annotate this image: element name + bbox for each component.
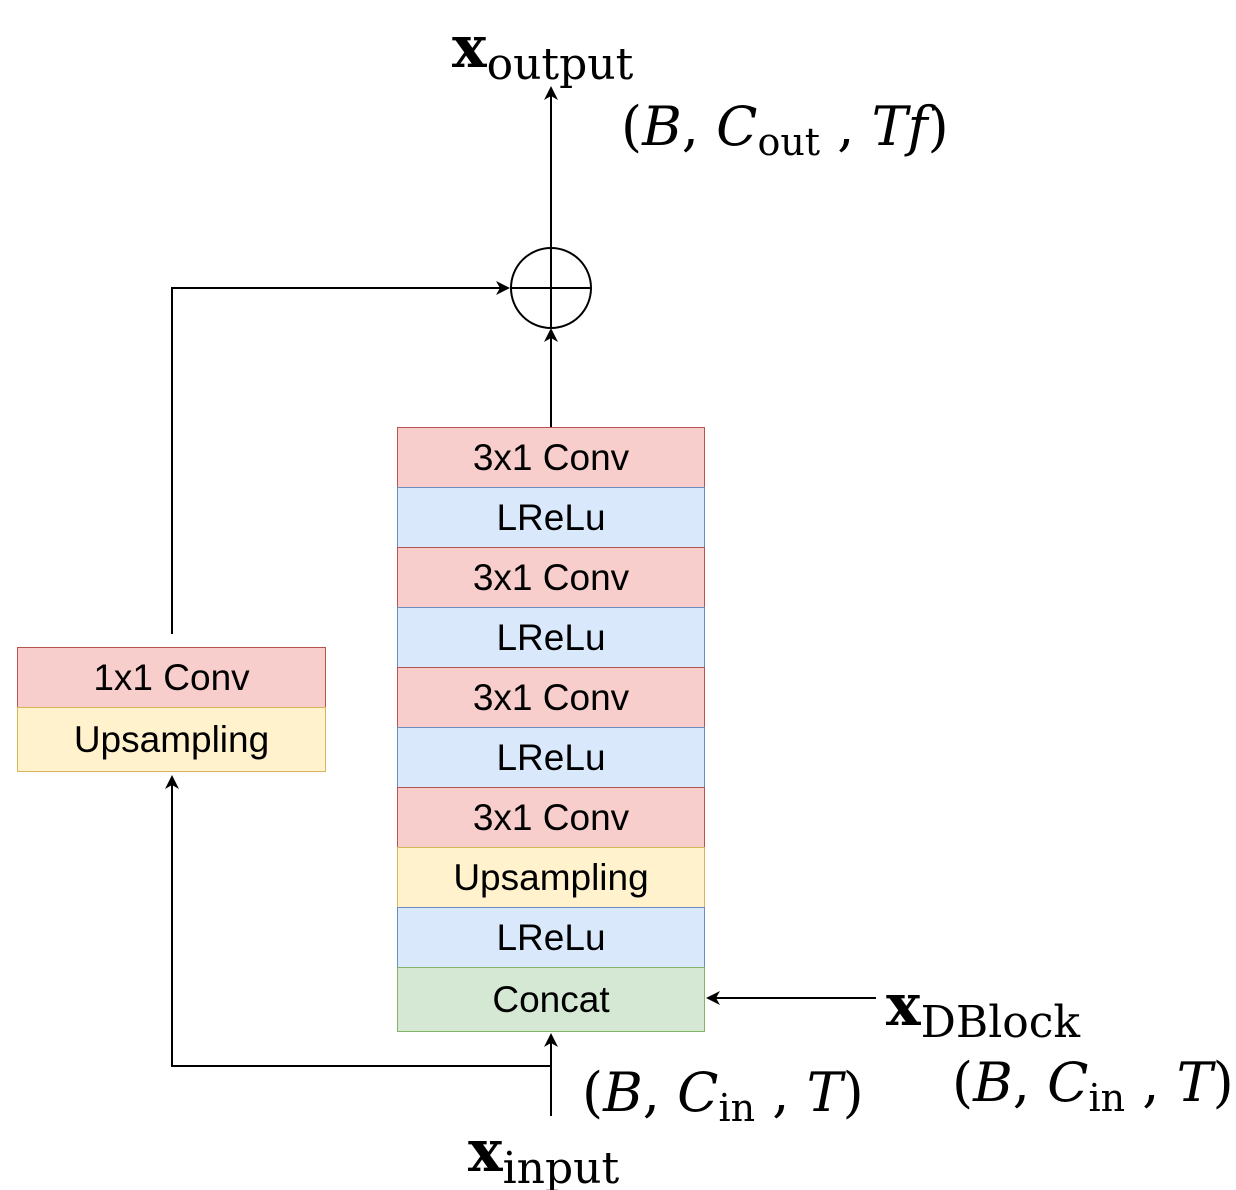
sum-node xyxy=(510,247,592,329)
main-block-3: LReLu xyxy=(397,607,705,668)
dblock-variable-label: xDBlock xyxy=(886,971,1081,1048)
main-block-9: Concat xyxy=(397,967,705,1032)
residual-block-1: Upsampling xyxy=(17,707,326,772)
main-block-6: 3x1 Conv xyxy=(397,787,705,848)
arrow-input-to-residual xyxy=(165,775,551,1067)
dblock-shape-label: (B, Cin , T) xyxy=(952,1051,1234,1120)
main-block-0: 3x1 Conv xyxy=(397,427,705,488)
output-shape-label: (B, Cout , Tf) xyxy=(621,95,949,164)
main-block-2: 3x1 Conv xyxy=(397,547,705,608)
main-block-8: LReLu xyxy=(397,907,705,968)
main-block-7: Upsampling xyxy=(397,847,705,908)
input-shape-label: (B, Cin , T) xyxy=(582,1061,864,1130)
input-variable-label: xinput xyxy=(468,1117,620,1190)
residual-block-0: 1x1 Conv xyxy=(17,647,326,708)
arrow-residual-to-sum xyxy=(171,281,510,634)
main-block-4: 3x1 Conv xyxy=(397,667,705,728)
output-variable-label: xoutput xyxy=(452,13,634,90)
main-block-1: LReLu xyxy=(397,487,705,548)
main-block-5: LReLu xyxy=(397,727,705,788)
